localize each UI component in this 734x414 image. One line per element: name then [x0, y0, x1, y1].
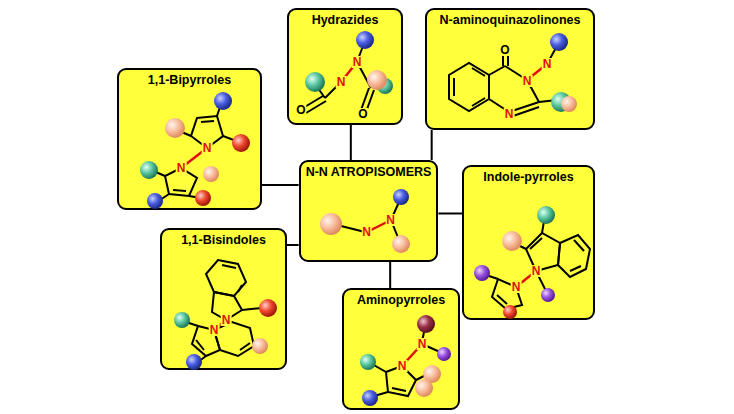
category-title: Aminopyrroles	[344, 293, 458, 307]
atom-label: N	[221, 314, 232, 326]
atom-label: N	[504, 108, 515, 120]
connector-line	[438, 213, 462, 215]
bipyrrole-structure	[119, 70, 264, 212]
category-box: Indole-pyrrolesNN	[462, 165, 595, 320]
category-title: Indole-pyrroles	[464, 170, 593, 184]
atom-label: N	[511, 281, 522, 293]
category-box: AminopyrrolesNN	[342, 288, 460, 410]
bisindole-structure	[162, 230, 289, 372]
atom-label: N	[531, 265, 542, 277]
atom-label: N	[397, 360, 408, 372]
aminopyrrole-structure	[344, 290, 462, 412]
category-box: N-aminoquinazolinonesONNN	[425, 8, 595, 130]
atom-label: N	[176, 162, 187, 174]
connector-line	[350, 125, 352, 160]
category-title: 1,1-Bisindoles	[162, 233, 285, 247]
atom-label: N	[202, 142, 213, 154]
category-box: HydrazidesNN O O	[287, 8, 403, 125]
connector-line	[389, 262, 391, 288]
atom-label: O	[499, 44, 510, 56]
connector-line	[262, 184, 299, 186]
atom-label: N	[352, 56, 363, 68]
category-box: 1,1-BisindolesNN	[160, 228, 287, 370]
atom-label: N	[417, 338, 428, 350]
atom-label: N	[209, 324, 220, 336]
atom-label: N	[336, 76, 347, 88]
atom-label: N	[361, 226, 372, 238]
connector-line	[287, 244, 299, 246]
atom-label: O	[295, 104, 306, 116]
category-title: 1,1-Bipyrroles	[119, 73, 260, 87]
category-box: N-N ATROPISOMERS N N	[299, 160, 439, 262]
indole-pyrrole-structure	[464, 167, 597, 322]
atom-label: N	[522, 75, 533, 87]
category-box: 1,1-BipyrrolesN N	[117, 68, 262, 210]
category-title: Hydrazides	[289, 13, 401, 27]
connector-line	[431, 130, 433, 160]
atom-label: N	[542, 58, 553, 70]
atom-label: N	[385, 214, 396, 226]
atom-label: O	[357, 108, 368, 120]
category-title: N-aminoquinazolinones	[427, 13, 593, 27]
category-title: N-N ATROPISOMERS	[301, 165, 437, 179]
